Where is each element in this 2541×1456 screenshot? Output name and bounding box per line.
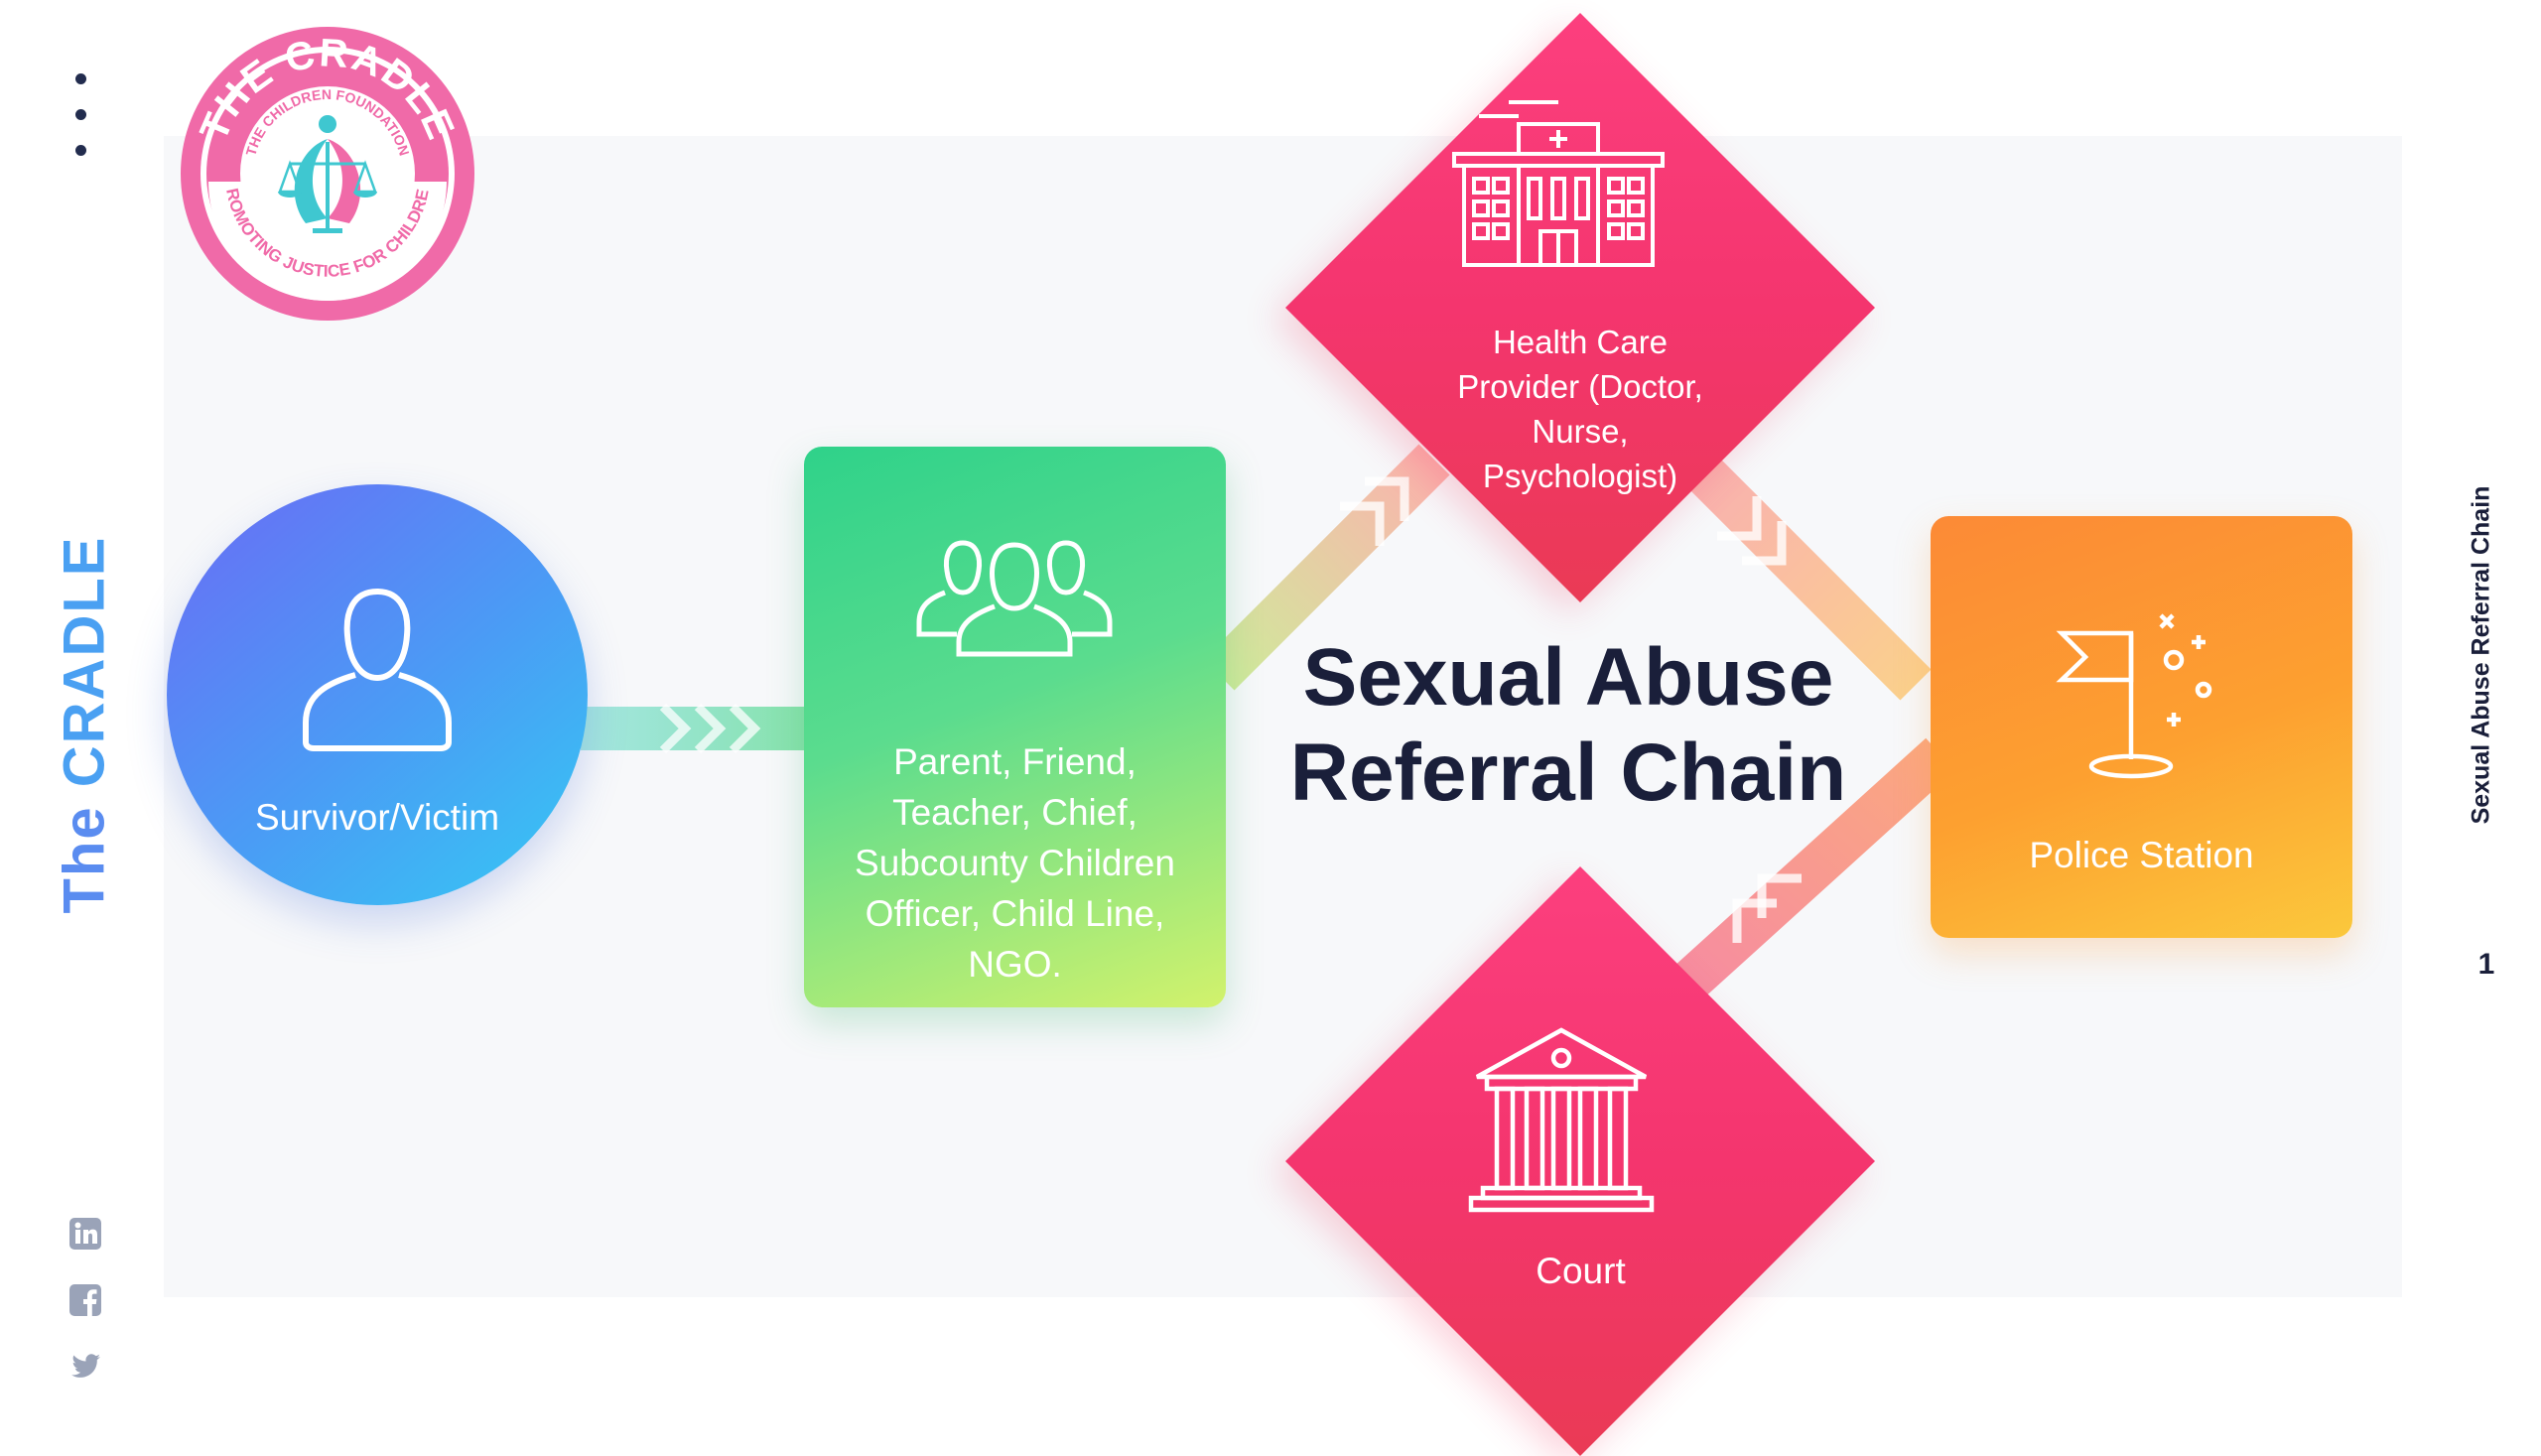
group-icon	[916, 540, 1113, 657]
connector-chevrons-3	[1717, 496, 1787, 566]
person-icon	[303, 588, 452, 751]
twitter-icon[interactable]	[67, 1348, 103, 1384]
linkedin-icon[interactable]	[67, 1216, 103, 1252]
connector-chevrons-2	[1340, 476, 1409, 546]
slide-title: Sexual Abuse Referral Chain	[1231, 630, 1906, 821]
connector-health-police	[1667, 436, 1932, 701]
title-line-2: Referral Chain	[1289, 728, 1847, 818]
more-menu-icon[interactable]	[75, 73, 89, 159]
connector-police-court	[1663, 737, 1955, 1009]
health-label: Health Care Provider (Doctor, Nurse, Psy…	[1457, 324, 1703, 494]
facebook-icon[interactable]	[67, 1282, 103, 1318]
hospital-icon	[1452, 100, 1665, 267]
connector-survivor-reporter	[581, 707, 809, 750]
title-line-1: Sexual Abuse	[1302, 632, 1834, 723]
page-number: 1	[2477, 948, 2495, 981]
courthouse-icon	[1468, 1027, 1655, 1213]
reporter-label: Parent, Friend, Teacher, Chief, Subcount…	[855, 741, 1175, 985]
connector-reporter-health	[1203, 444, 1450, 691]
police-label: Police Station	[2029, 835, 2254, 875]
node-reporter	[804, 447, 1226, 1007]
node-police	[1931, 516, 2352, 938]
survivor-label: Survivor/Victim	[254, 797, 500, 838]
connector-chevrons-1	[659, 703, 761, 754]
flag-icon	[2056, 613, 2212, 779]
court-label: Court	[1536, 1251, 1626, 1291]
connector-chevrons-4	[1732, 873, 1802, 943]
cradle-logo: THE CRADLE THE CHILDREN FOUNDATION PROMO…	[179, 25, 474, 321]
node-survivor	[167, 484, 588, 905]
